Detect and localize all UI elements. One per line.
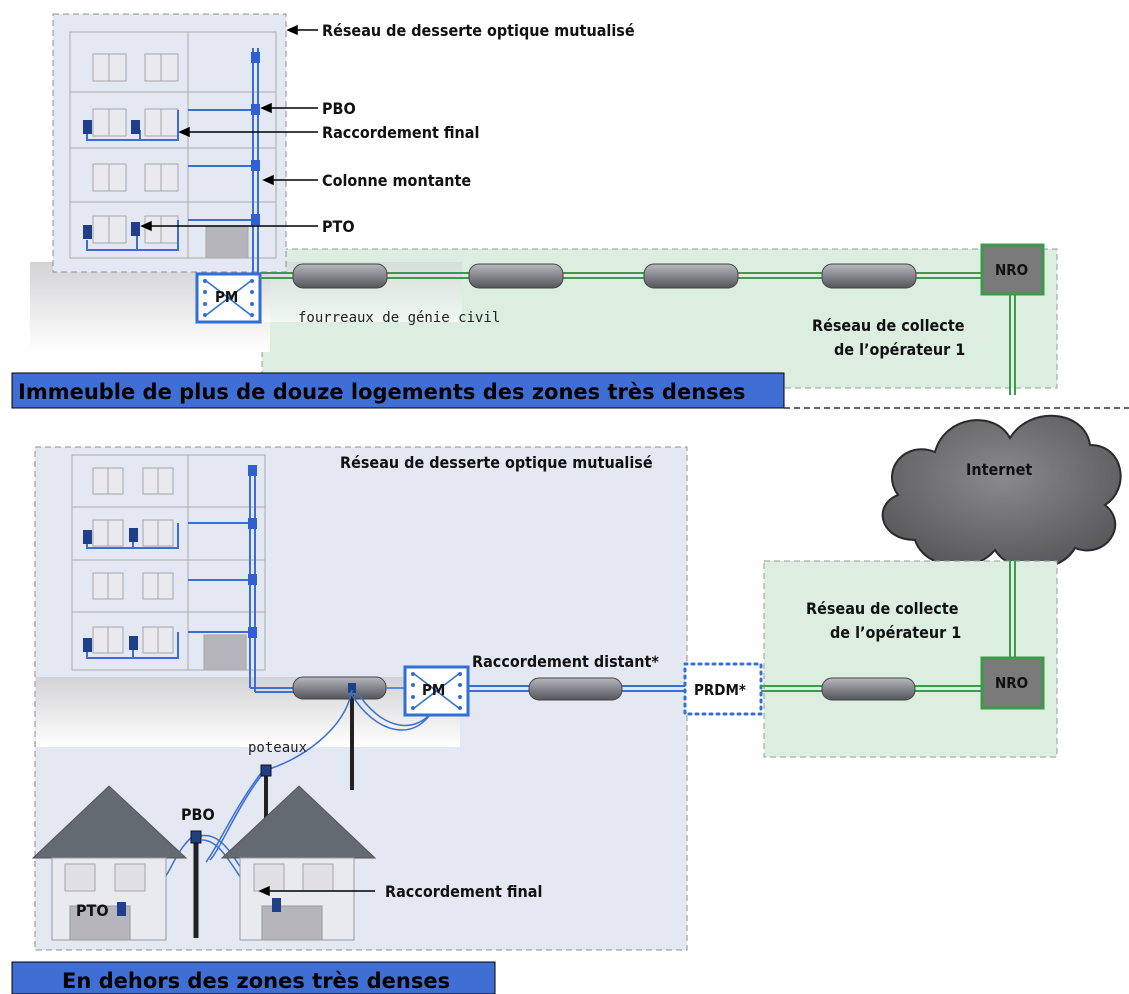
bottom-nro-box xyxy=(980,656,1045,710)
top-nro-box xyxy=(980,243,1045,296)
top-banner-text: Immeuble de plus de douze logements des … xyxy=(18,380,745,404)
top-fourreaux-label: fourreaux de génie civil xyxy=(298,310,500,326)
top-pm-box xyxy=(195,272,262,324)
top-pbo-boxes xyxy=(251,52,260,225)
top-nro-link xyxy=(1009,294,1016,395)
top-pto-label: PTO xyxy=(322,217,355,236)
bottom-pm-box xyxy=(403,665,470,717)
top-reseau-desserte-label: Réseau de desserte optique mutualisé xyxy=(322,21,635,40)
bottom-raccordement-arrow xyxy=(258,885,375,897)
bottom-raccordement-final-label: Raccordement final xyxy=(385,882,542,901)
house-left xyxy=(31,785,188,941)
bottom-duct-1 xyxy=(292,676,387,700)
top-banner xyxy=(11,372,785,409)
top-collecte-label-line1: Réseau de collecte xyxy=(812,316,965,335)
poteaux-label: poteaux xyxy=(248,740,307,756)
top-pto-sockets xyxy=(83,120,140,239)
top-collecte-label-line2: de l’opérateur 1 xyxy=(834,340,965,359)
top-ducts xyxy=(292,263,917,289)
bottom-reseau-desserte-label: Réseau de desserte optique mutualisé xyxy=(340,453,653,472)
prdm-box xyxy=(683,662,763,716)
house-right xyxy=(220,785,377,941)
top-pbo-label: PBO xyxy=(322,99,356,118)
internet-cloud xyxy=(881,414,1122,570)
bottom-duct-3 xyxy=(821,677,916,701)
bottom-banner xyxy=(11,961,496,994)
bottom-duct-2 xyxy=(528,677,623,701)
top-arrows xyxy=(140,24,318,232)
top-colonne-montante-label: Colonne montante xyxy=(322,171,471,190)
bottom-cloud-link xyxy=(1009,560,1016,660)
internet-label: Internet xyxy=(966,460,1032,479)
bottom-nro-label: NRO xyxy=(995,674,1028,692)
bottom-windows xyxy=(92,467,247,671)
top-raccordement-final-label: Raccordement final xyxy=(322,123,479,142)
bottom-collecte-zone xyxy=(763,560,1058,758)
bottom-banner-text: En dehors des zones très denses xyxy=(62,969,450,993)
top-pm-label: PM xyxy=(215,288,238,306)
top-nro-label: NRO xyxy=(995,261,1028,279)
bottom-pbo-boxes xyxy=(248,465,257,638)
bottom-pbo-label: PBO xyxy=(181,805,215,824)
bottom-collecte-label-line2: de l’opérateur 1 xyxy=(830,623,961,642)
bottom-pm-label: PM xyxy=(422,681,445,699)
raccordement-distant-label: Raccordement distant* xyxy=(472,652,659,671)
top-windows xyxy=(92,53,249,259)
bottom-pto-sockets xyxy=(83,528,138,652)
bottom-collecte-label-line1: Réseau de collecte xyxy=(806,599,959,618)
prdm-label: PRDM* xyxy=(694,681,746,699)
bottom-pto-label: PTO xyxy=(76,901,109,920)
